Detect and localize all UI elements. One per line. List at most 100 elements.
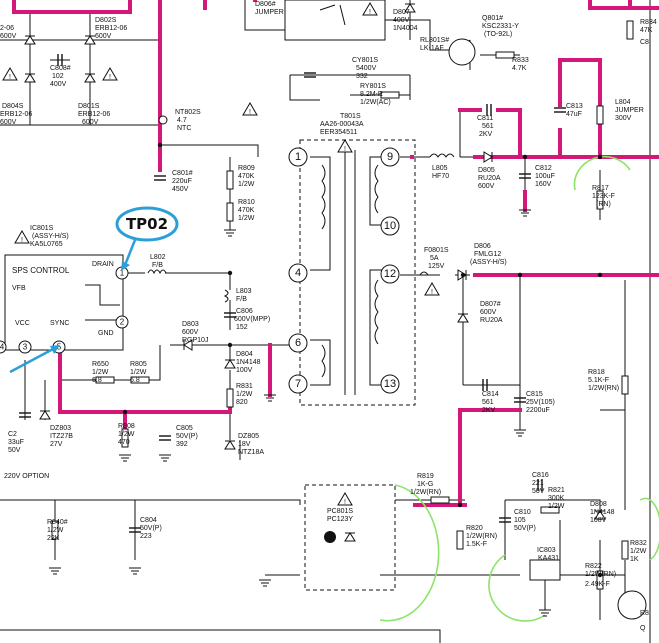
component-label: 300K	[548, 495, 565, 502]
component-label: F0801S	[424, 247, 449, 254]
component-label: C812	[535, 165, 552, 172]
c801-capacitor	[153, 175, 167, 181]
l803-inductor	[223, 289, 229, 303]
component-label: 1/2W(RN)	[466, 533, 497, 540]
component-label: 1/2W(RN)	[410, 489, 441, 496]
component-label: 5400V	[356, 65, 377, 72]
component-label: R818	[588, 369, 605, 376]
component-label: 2KV	[479, 131, 493, 138]
component-label: C2	[8, 431, 17, 438]
component-label: 600V	[478, 183, 495, 190]
component-label: D801S	[78, 103, 100, 110]
component-label: L805	[432, 165, 448, 172]
component-label: 600V	[82, 119, 99, 126]
component-label: 1/2W	[118, 431, 135, 438]
component-label: C810	[514, 509, 531, 516]
component-label: 100V	[590, 517, 607, 524]
component-label: 561	[482, 399, 494, 406]
component-label: C8	[640, 39, 649, 46]
component-label: C804	[140, 517, 157, 524]
component-label: HF70	[432, 173, 449, 180]
component-label: 1/2W	[130, 369, 147, 376]
r810-resistor	[226, 202, 234, 222]
ic801-vfb: VFB	[12, 285, 26, 292]
ground-symbol	[258, 579, 272, 587]
component-label: 1/2W	[238, 215, 255, 222]
component-label: 50V	[532, 488, 545, 495]
component-label: RU20A	[480, 317, 503, 324]
component-label: R650	[92, 361, 109, 368]
component-label: C814	[482, 391, 499, 398]
r832-resistor	[621, 540, 629, 560]
transformer-pins: 1 4 6 7 9 10 12 13	[288, 147, 400, 394]
component-label: 600V	[480, 309, 497, 316]
component-label: 1/2W(RN)	[585, 571, 616, 578]
l804-jumper	[596, 105, 604, 125]
component-label: R831	[236, 383, 253, 390]
component-label: ITZ27B	[50, 433, 73, 440]
svg-text:4: 4	[0, 343, 5, 352]
transformer-frame	[299, 139, 416, 406]
component-label: JUMPER	[255, 9, 284, 16]
component-label: RGP10J	[182, 337, 208, 344]
ic803-body	[529, 559, 561, 581]
ic801-gnd: GND	[98, 330, 114, 337]
component-label: 600V	[182, 329, 199, 336]
component-label: 50V(P)	[176, 433, 198, 440]
component-label: R810	[238, 199, 255, 206]
transformer-pin-9: 9	[380, 147, 400, 167]
transformer-pin-1: 1	[288, 147, 308, 167]
component-label: 2KV	[482, 407, 496, 414]
components	[2, 2, 647, 620]
r834-resistor	[626, 20, 634, 40]
component-label: 125V	[428, 263, 445, 270]
svg-text:12: 12	[384, 268, 396, 280]
tp02-label: TP02	[126, 215, 168, 233]
component-label: 100V	[236, 367, 253, 374]
d801s-diode	[84, 73, 96, 83]
ry801-resistor	[380, 91, 400, 99]
component-label: 123K-F	[592, 193, 615, 200]
component-label: R808	[118, 423, 135, 430]
caution-triangle	[337, 139, 353, 154]
ground-symbol	[48, 567, 62, 575]
pc801-diode	[344, 532, 356, 542]
component-label: KSC2331-Y	[482, 23, 519, 30]
ic801-pin-4: 4	[0, 340, 7, 354]
ic801-drain: DRAIN	[92, 261, 114, 268]
component-label: 1K-G	[417, 481, 433, 488]
component-label: F/B	[152, 262, 163, 269]
component-label: (ASSY-H/S)	[470, 259, 507, 266]
component-label: 820	[236, 399, 248, 406]
component-label: 400V	[50, 81, 67, 88]
component-label: L803	[236, 288, 252, 295]
component-label: D806#	[255, 1, 276, 8]
component-label: C801#	[172, 170, 193, 177]
component-label: 2.49K-F	[585, 581, 610, 588]
component-label: 5.1K-F	[588, 377, 609, 384]
caution-triangle	[337, 492, 353, 507]
component-label: R833	[512, 57, 529, 64]
pc801-led	[324, 531, 336, 543]
svg-text:4: 4	[295, 267, 301, 279]
d804-diode	[224, 359, 236, 369]
component-label: 8.2M-R	[360, 91, 383, 98]
svg-text:3: 3	[23, 343, 28, 352]
component-label: 1/2W	[630, 548, 647, 555]
component-label: C808#	[50, 65, 71, 72]
nt802-thermistor	[158, 115, 168, 125]
caution-triangle	[102, 67, 118, 82]
component-label: 1N4148	[590, 509, 615, 516]
ic801-body	[4, 254, 124, 351]
component-label: NTZ18A	[238, 449, 264, 456]
component-label: 600V(MPP)	[234, 316, 270, 323]
transformer-pin-6: 6	[288, 333, 308, 353]
component-label: 1/2W(RN)	[588, 385, 619, 392]
component-label: 1/2W	[548, 503, 565, 510]
component-label: CY801S	[352, 57, 378, 64]
r831-resistor	[226, 388, 234, 408]
component-label: R817	[592, 185, 609, 192]
component-label: R809	[238, 165, 255, 172]
component-label: R834	[640, 19, 657, 26]
component-label: 1/2W	[47, 527, 64, 534]
